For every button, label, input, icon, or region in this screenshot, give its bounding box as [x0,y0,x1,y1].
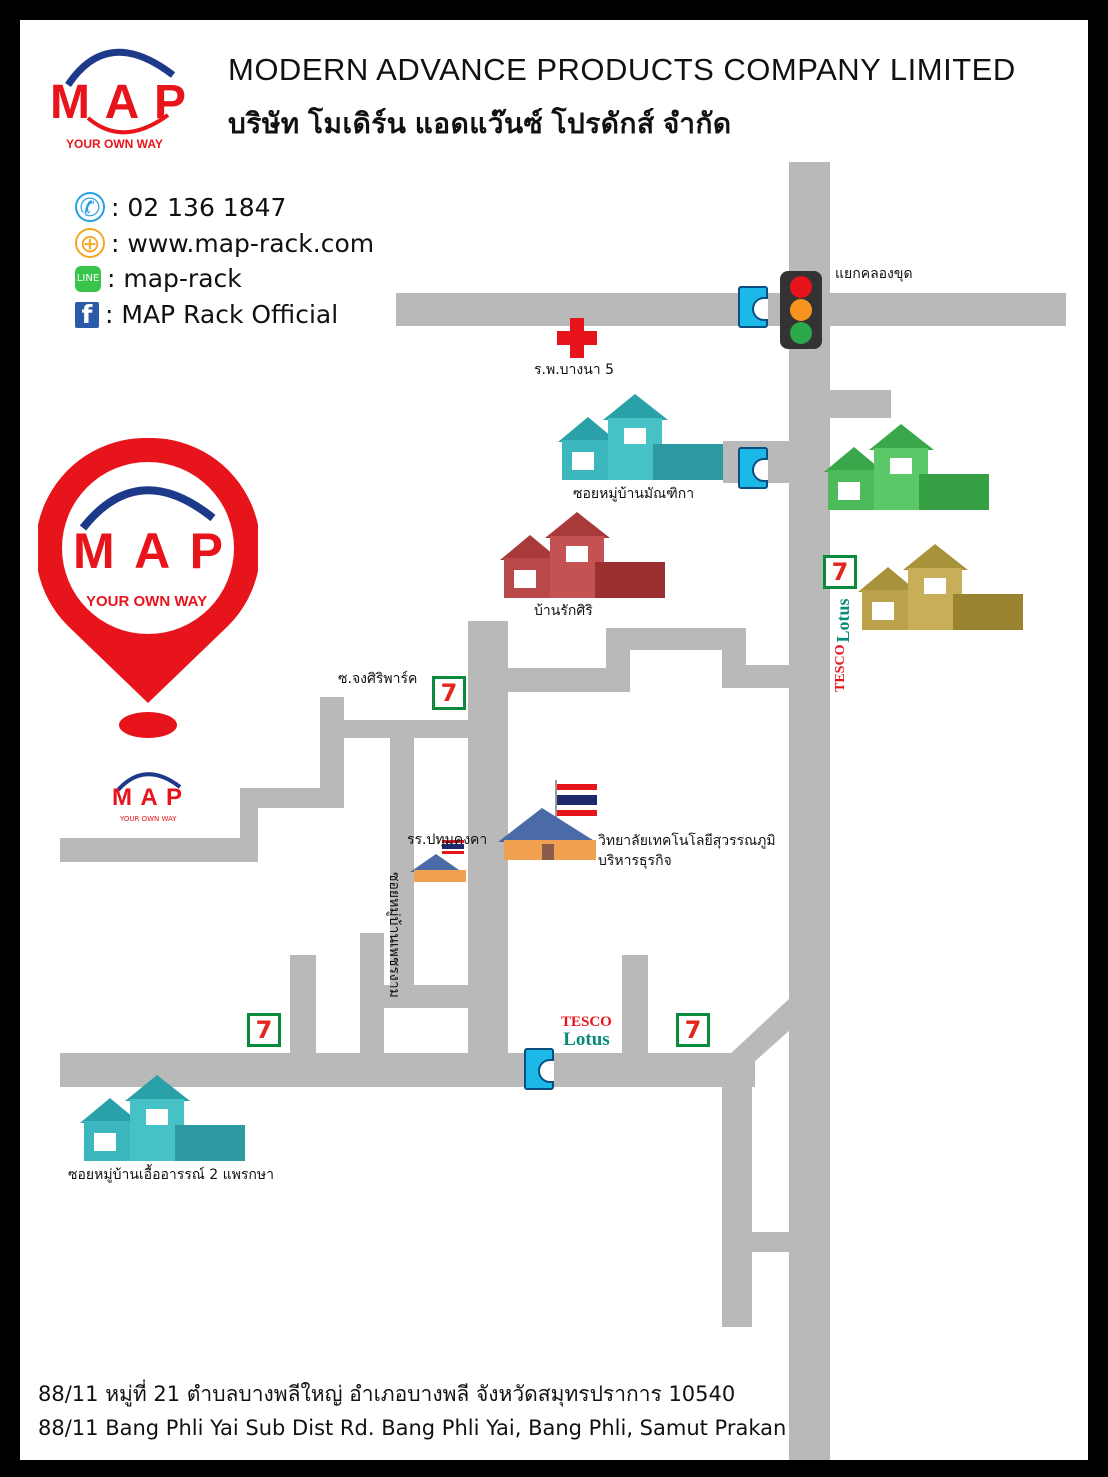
location-pin-icon: MAP YOUR OWN WAY [35,437,261,742]
phone-text: : 02 136 1847 [111,192,287,222]
label-soi-chongsiri: ซ.จงศิริพาร์ค [338,671,418,687]
small-logo: MAP YOUR OWN WAY [110,765,185,829]
label-school: รร.ปทุมคงคา [407,832,488,848]
label-college-line1: วิทยาลัยเทคโนโลยีสุวรรณภูมิ [598,833,776,849]
road [290,955,316,1055]
company-logo: MAP YOUR OWN WAY [48,30,188,159]
road [360,933,384,1055]
u-turn-icon [738,286,768,328]
globe-icon: ⊕ [75,228,105,258]
line-text: : map-rack [107,264,242,293]
college-icon [498,780,597,860]
facebook-text: : MAP Rack Official [105,300,339,329]
house-icon [858,544,1023,630]
main-road [789,162,830,1460]
map-page: MAP YOUR OWN WAY MODERN ADVANCE PRODUCTS… [20,20,1088,1460]
diagonal-road [728,998,790,1088]
phone-icon: ✆ [75,192,105,222]
hospital-cross-icon [557,318,597,358]
address-th: 88/11 หมู่ที่ 21 ตำบลบางพลีใหญ่ อำเภอบาง… [38,1382,736,1406]
label-college-line2: บริหารธุรกิจ [598,853,672,869]
label-intersection: แยกคลองขุด [835,266,913,282]
u-turn-icon [524,1048,554,1090]
road [360,985,468,1008]
seven-eleven-icon: 7 [823,555,857,589]
company-name-th: บริษัท โมเดิร์น แอดแว๊นซ์ โปรดักส์ จำกัด [228,108,732,139]
road [606,628,746,650]
house-icon [500,512,665,598]
svg-text:YOUR OWN WAY: YOUR OWN WAY [66,137,163,151]
label-hospital: ร.พ.บางนา 5 [534,362,615,378]
traffic-light-icon [780,271,822,349]
house-icon [80,1075,245,1161]
address-en: 88/11 Bang Phli Yai Sub Dist Rd. Bang Ph… [38,1416,787,1440]
website-link[interactable]: : www.map-rack.com [111,228,375,258]
school-icon [410,840,466,882]
road [722,665,789,688]
seven-eleven-icon: 7 [432,676,466,710]
svg-text:MAP: MAP [73,523,223,579]
contact-website[interactable]: ⊕: www.map-rack.com [75,228,374,258]
label-ban-raksiri: บ้านรักศิริ [534,603,593,619]
top-road [396,293,1066,326]
svg-text:YOUR OWN WAY: YOUR OWN WAY [119,815,177,823]
house-icon [558,394,723,480]
road [722,1060,752,1327]
contact-facebook: f: MAP Rack Official [75,300,338,329]
contact-line: LINE: map-rack [75,264,242,293]
road [622,955,648,1055]
road [752,1232,789,1252]
house-icon [824,424,989,510]
road-phetngam [390,720,414,1008]
road [240,788,344,808]
svg-text:MAP: MAP [112,784,182,811]
svg-text:YOUR OWN WAY: YOUR OWN WAY [86,593,207,610]
line-icon: LINE [75,265,101,292]
contact-phone: ✆: 02 136 1847 [75,192,286,222]
svg-text:MAP: MAP [50,76,186,129]
label-village-euaarun: ซอยหมู่บ้านเอื้ออารรณ์ 2 แพรกษา [68,1167,274,1183]
u-turn-icon [738,447,768,489]
label-soi-phetngam: ซอยหมู่บ้านเพชรงาม [386,872,402,998]
road [60,838,258,862]
facebook-icon: f [75,300,99,329]
label-village-manthika: ซอยหมู่บ้านมัณฑิกา [573,486,695,502]
road [508,668,618,692]
road-stub [830,390,891,418]
seven-eleven-icon: 7 [247,1013,281,1047]
bottom-road [60,1053,755,1087]
seven-eleven-icon: 7 [676,1013,710,1047]
company-name-en: MODERN ADVANCE PRODUCTS COMPANY LIMITED [228,52,1016,87]
